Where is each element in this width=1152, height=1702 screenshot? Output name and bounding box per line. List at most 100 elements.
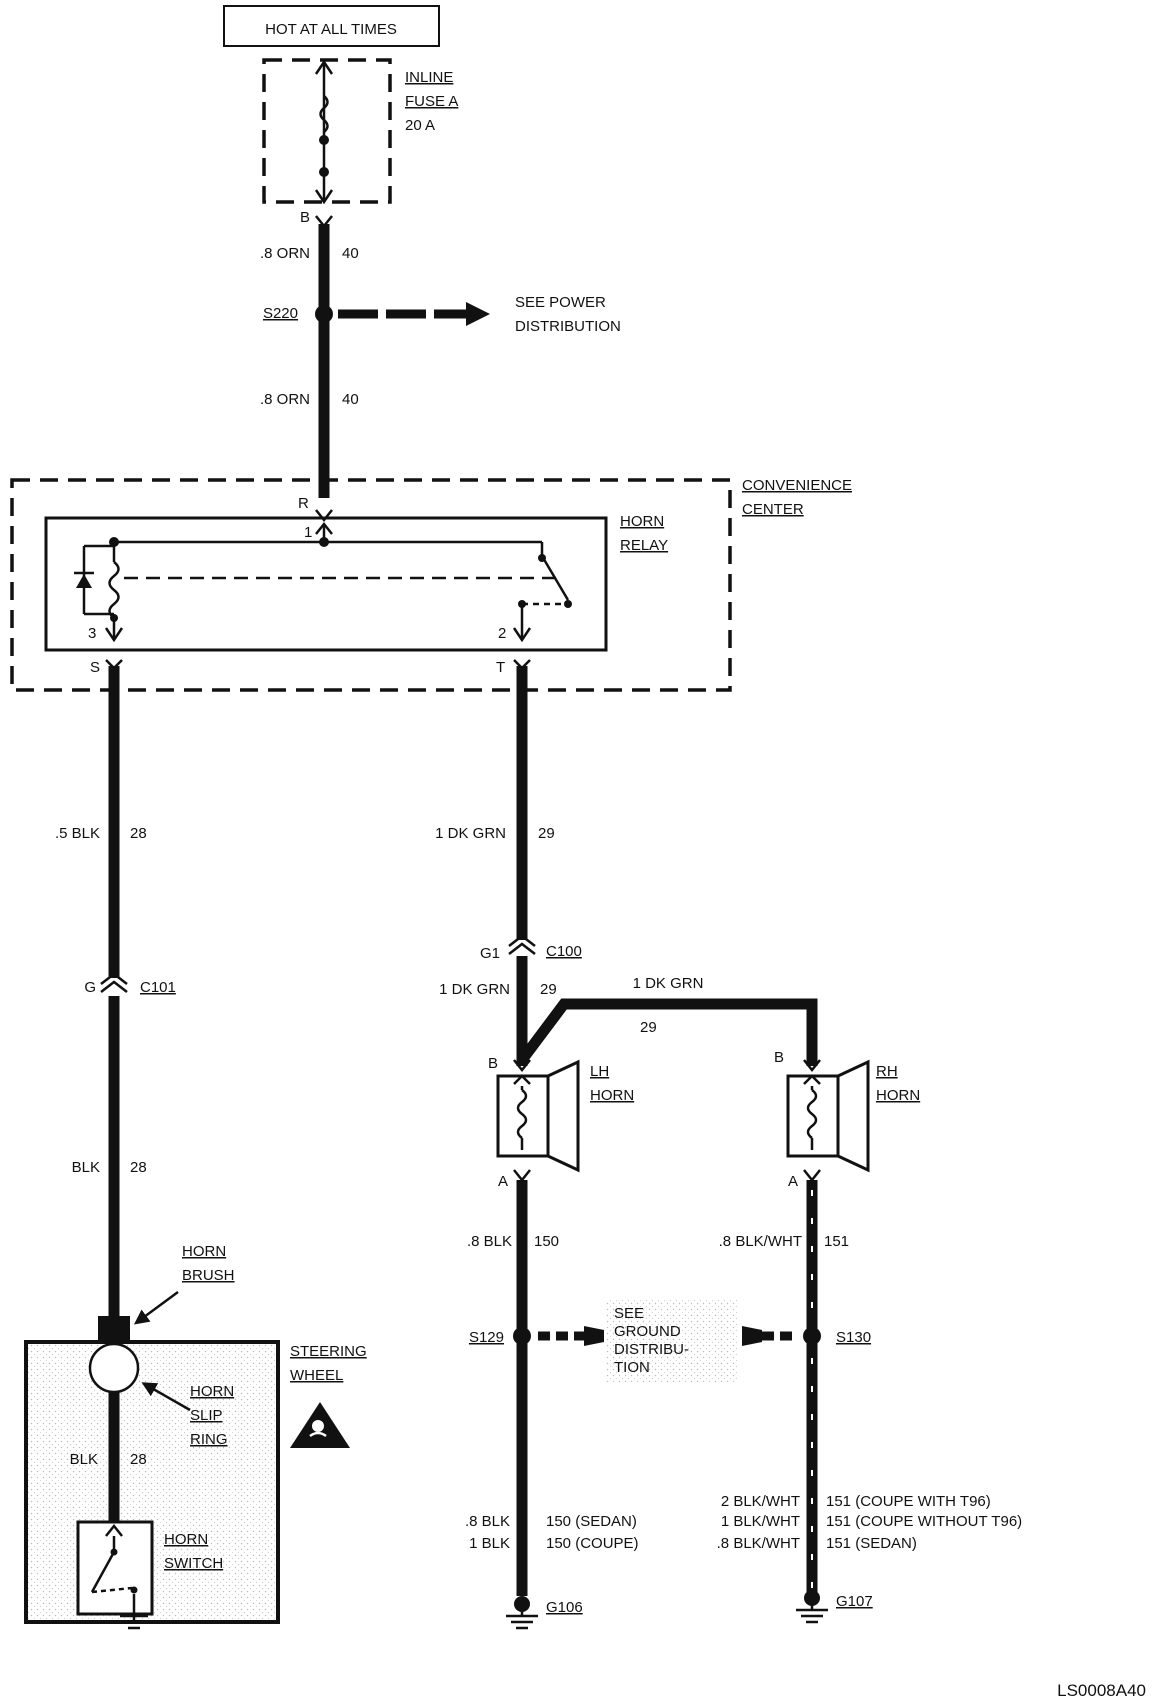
wire-28: .5 BLK 28 BLK 28	[55, 659, 147, 1316]
horn-switch: HORN SWITCH	[76, 1520, 223, 1630]
ground-g107: 2 BLK/WHT 151 (COUPE WITH T96) 1 BLK/WHT…	[717, 1493, 1022, 1624]
g107-line1-text: 151 (COUPE WITH T96)	[826, 1493, 991, 1510]
horn-brush-line2: BRUSH	[182, 1267, 235, 1284]
convenience-center: CONVENIENCE CENTER R S T	[10, 477, 852, 692]
fuse-name-line2: FUSE A	[405, 93, 458, 110]
steering-wheel-line2: WHEEL	[290, 1367, 343, 1384]
g107-line3-color: .8 BLK/WHT	[717, 1535, 800, 1552]
connector-c101: G C101	[84, 972, 176, 996]
wire-29-rh-number: 29	[640, 1019, 657, 1036]
pin-t: T	[496, 659, 505, 676]
wire-40-lower-color: .8 ORN	[260, 391, 310, 408]
horn-relay: HORN RELAY 1 2 3	[44, 509, 668, 652]
splice-s220: S220 SEE POWER DISTRIBUTION	[263, 294, 621, 335]
lh-horn-pin-a: A	[498, 1173, 508, 1190]
g107-line1-color: 2 BLK/WHT	[721, 1493, 800, 1510]
g106-line1-color: .8 BLK	[465, 1513, 510, 1530]
connector-c100: G1 C100	[480, 934, 582, 962]
wire-151-color: .8 BLK/WHT	[719, 1233, 802, 1250]
lh-horn-line1: LH	[590, 1063, 609, 1080]
wire-28-low-number: 28	[130, 1451, 147, 1468]
see-ground-distribution: SEE GROUND DISTRIBU- TION	[606, 1300, 738, 1382]
steering-wheel-line1: STEERING	[290, 1343, 367, 1360]
connector-c101-pin: G	[84, 979, 96, 996]
fuse-rating: 20 A	[405, 117, 435, 134]
wire-40-upper-color: .8 ORN	[260, 245, 310, 262]
wire-40: .8 ORN 40 .8 ORN 40	[260, 215, 359, 498]
wire-40-upper-number: 40	[342, 245, 359, 262]
g106-line2-text: 150 (COUPE)	[546, 1535, 639, 1552]
relay-pin-1: 1	[304, 524, 312, 541]
wire-150: .8 BLK 150 S129	[467, 1180, 604, 1596]
g106-label: G106	[546, 1599, 583, 1616]
rh-horn-line2: HORN	[876, 1087, 920, 1104]
slip-ring-line3: RING	[190, 1431, 228, 1448]
horn-switch-line1: HORN	[164, 1531, 208, 1548]
pin-r: R	[298, 495, 309, 512]
convenience-center-line1: CONVENIENCE	[742, 477, 852, 494]
wire-151-number: 151	[824, 1233, 849, 1250]
rh-horn-pin-b: B	[774, 1049, 784, 1066]
wire-29-rh-color: 1 DK GRN	[633, 975, 704, 992]
wire-40-lower-number: 40	[342, 391, 359, 408]
fuse-name-line1: INLINE	[405, 69, 453, 86]
lh-horn-line2: HORN	[590, 1087, 634, 1104]
see-ground-line2: GROUND	[614, 1323, 681, 1340]
hot-at-all-times-box: HOT AT ALL TIMES	[223, 5, 440, 47]
hot-at-all-times-label: HOT AT ALL TIMES	[265, 21, 397, 38]
wire-150-number: 150	[534, 1233, 559, 1250]
horn-relay-line2: RELAY	[620, 537, 668, 554]
see-power-line2: DISTRIBUTION	[515, 318, 621, 335]
connector-c101-label: C101	[140, 979, 176, 996]
convenience-center-line2: CENTER	[742, 501, 804, 518]
see-ground-line4: TION	[614, 1359, 650, 1376]
slip-ring-line1: HORN	[190, 1383, 234, 1400]
lh-horn-pin-b: B	[488, 1055, 498, 1072]
wire-28-mid-number: 28	[130, 1159, 147, 1176]
switch-ground-icon	[120, 1614, 148, 1630]
wire-29-upper-color: 1 DK GRN	[435, 825, 506, 842]
connector-c100-label: C100	[546, 943, 582, 960]
g107-label: G107	[836, 1593, 873, 1610]
see-ground-line1: SEE	[614, 1305, 644, 1322]
wire-28-low-color: BLK	[70, 1451, 98, 1468]
g107-line2-text: 151 (COUPE WITHOUT T96)	[826, 1513, 1022, 1530]
g106-line2-color: 1 BLK	[469, 1535, 510, 1552]
wire-29-branches: 1 DK GRN 29 1 DK GRN 29	[439, 956, 818, 1066]
g106-line1-text: 150 (SEDAN)	[546, 1513, 637, 1530]
wire-29-upper-number: 29	[538, 825, 555, 842]
rh-horn-line1: RH	[876, 1063, 898, 1080]
splice-s129-label: S129	[469, 1329, 504, 1346]
wire-29-lh-number: 29	[540, 981, 557, 998]
horn-brush-line1: HORN	[182, 1243, 226, 1260]
wire-150-color: .8 BLK	[467, 1233, 512, 1250]
g107-line2-color: 1 BLK/WHT	[721, 1513, 800, 1530]
horn-brush: HORN BRUSH	[98, 1243, 235, 1340]
relay-pin-3: 3	[88, 625, 96, 642]
g107-ground-icon	[796, 1598, 828, 1624]
airbag-warning-icon	[290, 1402, 350, 1448]
lh-horn: B LH HORN A	[488, 1055, 634, 1190]
wire-28-mid-color: BLK	[72, 1159, 100, 1176]
wire-29: 1 DK GRN 29	[435, 659, 555, 940]
inline-fuse: INLINE FUSE A 20 A B	[262, 58, 458, 226]
wire-28-upper-number: 28	[130, 825, 147, 842]
connector-c100-pin: G1	[480, 945, 500, 962]
diagram-code: LS0008A40	[1057, 1681, 1146, 1700]
relay-pin-2: 2	[498, 625, 506, 642]
horn-slip-ring: HORN SLIP RING BLK 28	[70, 1342, 234, 1522]
rh-horn: B RH HORN A	[774, 1049, 920, 1190]
splice-s130-label: S130	[836, 1329, 871, 1346]
fuse-pin-b: B	[300, 209, 310, 226]
ground-g106: .8 BLK 150 (SEDAN) 1 BLK 150 (COUPE) G10…	[465, 1513, 639, 1630]
horn-switch-line2: SWITCH	[164, 1555, 223, 1572]
wire-28-upper-color: .5 BLK	[55, 825, 100, 842]
see-ground-line3: DISTRIBU-	[614, 1341, 689, 1358]
splice-s220-label: S220	[263, 305, 298, 322]
see-power-line1: SEE POWER	[515, 294, 606, 311]
g106-ground-icon	[506, 1604, 538, 1630]
wire-151: .8 BLK/WHT 151 S130	[719, 1180, 871, 1596]
wire-29-lh-color: 1 DK GRN	[439, 981, 510, 998]
pin-s: S	[90, 659, 100, 676]
